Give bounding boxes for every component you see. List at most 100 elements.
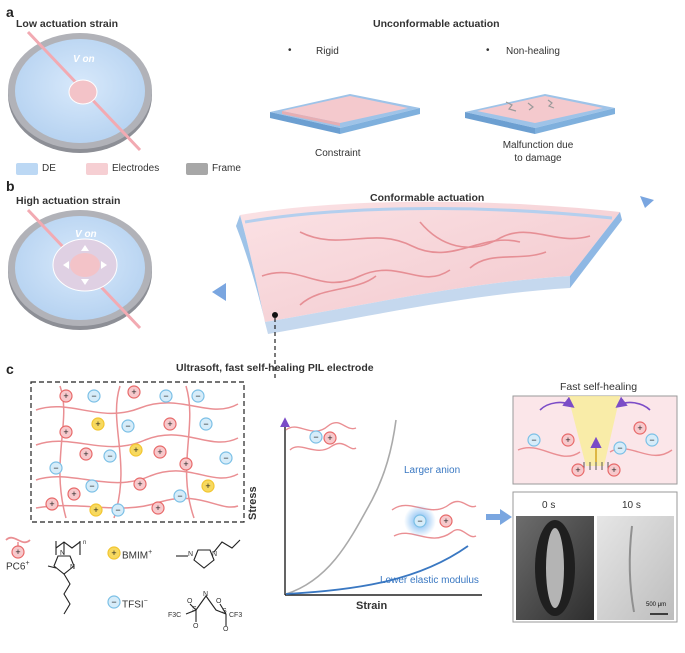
panel-letter-a: a [6,4,14,20]
plus-sign: + [205,481,210,491]
minus-sign: − [617,443,622,453]
plus-sign: + [327,433,332,443]
plus-sign: + [183,459,188,469]
tfsi-o-atom-3: O [216,598,222,605]
minus-sign: − [111,597,116,607]
minus-sign: − [203,419,208,429]
bmim-chemical-structure [176,539,241,569]
pil-electrode-title: Ultrasoft, fast self-healing PIL electro… [176,362,374,374]
tfsi-cf3-group: CF3 [229,612,243,619]
tfsi-o-atom-4: O [223,626,229,633]
gray-curve [285,419,397,595]
cation-icon [67,487,81,501]
cation-icon [571,463,585,477]
plus-sign: + [95,419,100,429]
tfsi-s-atom-2: S [222,608,227,615]
cation-icon [59,389,73,403]
plus-sign: + [155,503,160,513]
minus-sign: − [195,391,200,401]
minus-sign: − [223,453,228,463]
bmim-cation-icon [107,546,121,560]
plus-sign: + [63,391,68,401]
legend-swatch-frame [186,163,208,175]
minus-sign: − [531,435,536,445]
ion-markers: +−+−−++−+−+−++−+−+−++−++−+++−−+−+−++−++− [11,385,659,609]
plus-sign: + [565,435,570,445]
chem-n-atom-2: N [70,564,76,571]
malfunction-label-1: Malfunction due [502,140,574,151]
bmim-cation-icon [91,417,105,431]
blue-curve [285,545,469,595]
plus-sign: + [71,489,76,499]
plus-sign: + [63,427,68,437]
bmim-cation-icon [201,479,215,493]
cation-icon [153,445,167,459]
pc6-chemical-structure [47,541,81,615]
pc6-label: PC6+ [6,560,30,573]
tfsi-o-atom-2: O [193,623,199,630]
non-healing-bullet: • [486,45,490,56]
lower-modulus-label: Lower elastic modulus [380,575,479,586]
micrograph-10s [597,516,674,620]
plus-sign: + [137,479,142,489]
chem-n-atom-1: N [60,550,66,557]
cation-icon [439,514,453,528]
anion-icon [219,451,233,465]
fast-healing-title: Fast self-healing [560,381,638,393]
minus-sign: − [163,391,168,401]
tfsi-chemical-structure [185,595,227,626]
time-label-10s: 10 s [622,500,641,511]
cation-icon [607,463,621,477]
cation-icon [163,417,177,431]
malfunction-label-2: to damage [514,153,562,164]
plus-sign: + [575,465,580,475]
plus-sign: + [443,516,448,526]
legend-label-frame: Frame [212,163,241,174]
rigid-plate [270,94,420,134]
conformable-title: Conformable actuation [370,192,485,204]
scale-bar-label: 500 μm [646,602,667,608]
cation-icon [127,385,141,399]
panel-a-disk-actuator [8,30,152,153]
v-on-label-b: V on [75,229,97,240]
plus-sign: + [157,447,162,457]
v-on-label-a: V on [73,54,95,65]
small-network-glyph [285,421,357,451]
anion-icon [87,389,101,403]
chem-n-subscript: n [83,540,87,546]
panel-letter-b: b [6,178,15,194]
cation-icon [151,501,165,515]
cation-icon [323,431,337,445]
bmim-cation-icon [89,503,103,517]
minus-sign: − [649,435,654,445]
anion-icon [85,479,99,493]
larger-anion-label: Larger anion [404,465,461,476]
stress-strain-plot [280,417,482,596]
rigid-label: Rigid [316,46,339,57]
cation-icon [11,545,25,559]
anion-icon [613,441,627,455]
minus-sign: − [91,391,96,401]
panel-b-disk-actuator [8,208,152,330]
anion-icon [121,419,135,433]
panel-letter-c: c [6,361,14,377]
minus-sign: − [107,451,112,461]
legend-swatch-electrodes [86,163,108,175]
time-label-0s: 0 s [542,500,556,511]
cation-icon [59,425,73,439]
tfsi-n-atom: N [203,591,209,598]
minus-sign: − [53,463,58,473]
stress-axis-label: Stress [247,486,259,520]
anion-icon [159,389,173,403]
strain-axis-label: Strain [356,600,388,612]
plus-sign: + [111,548,116,558]
anion-icon [645,433,659,447]
plus-sign: + [15,547,20,557]
anion-icon [191,389,205,403]
plus-sign: + [131,387,136,397]
legend-swatch-de [16,163,38,175]
bmim-cation-icon [129,443,143,457]
non-healing-label: Non-healing [506,46,560,57]
anion-icon [309,430,323,444]
